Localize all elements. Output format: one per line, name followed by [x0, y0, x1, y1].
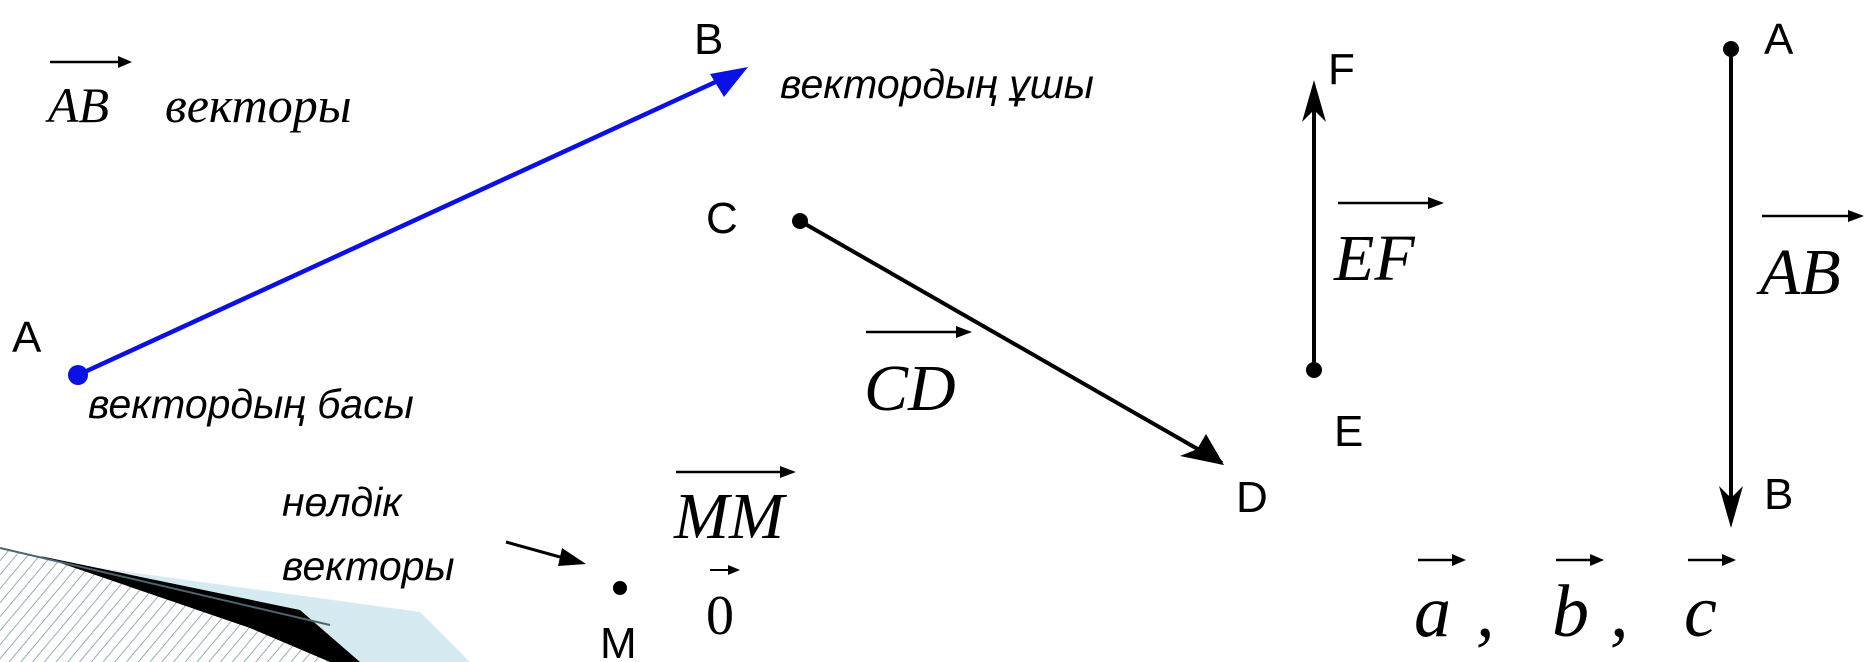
point-c: [792, 213, 808, 229]
point-a-vertical: [1723, 41, 1739, 57]
point-c-label: C: [706, 194, 738, 243]
zero-caption-line1: нөлдік: [282, 479, 403, 525]
point-m: [613, 581, 627, 595]
comma-1: ,: [1476, 571, 1495, 653]
end-caption: вектордың ұшы: [780, 61, 1094, 107]
zero-caption-line2: векторы: [282, 543, 455, 589]
letter-b: b: [1552, 571, 1589, 653]
point-e: [1306, 362, 1322, 378]
vector-ab-vertical: A B AB: [1719, 15, 1864, 528]
point-d-label: D: [1236, 473, 1268, 522]
vector-ef: F E EF: [1302, 45, 1444, 456]
zero-vector-name: MM: [673, 480, 788, 553]
title-vector-name: AB: [45, 77, 109, 133]
blue-vector-start-label: A: [12, 313, 42, 362]
letter-c: c: [1684, 571, 1717, 653]
vector-letters: a , b , c: [1414, 554, 1736, 653]
vector-ef-name: EF: [1333, 222, 1415, 295]
point-f-label: F: [1328, 45, 1355, 94]
title-group: AB векторы: [45, 56, 352, 133]
vector-cd-name: CD: [864, 352, 956, 425]
letter-a: a: [1414, 571, 1451, 653]
start-caption: вектордың басы: [88, 381, 414, 427]
point-e-label: E: [1334, 407, 1363, 456]
zero-symbol: 0: [706, 585, 734, 647]
vertical-start-label: A: [1764, 15, 1794, 64]
point-a-blue: [68, 365, 88, 385]
vertical-end-label: B: [1764, 470, 1793, 519]
title-word: векторы: [165, 77, 352, 133]
vertical-vector-name: AB: [1756, 236, 1841, 309]
point-m-label: M: [600, 619, 637, 662]
blue-vector-ab: A B вектордың ұшы вектордың басы: [12, 15, 1094, 427]
comma-2: ,: [1610, 571, 1629, 653]
decorative-corner-band: [0, 547, 470, 662]
zero-vector: нөлдік векторы M MM 0: [282, 466, 796, 662]
blue-vector-end-label: B: [694, 15, 723, 64]
vector-cd: C D CD: [706, 194, 1268, 522]
